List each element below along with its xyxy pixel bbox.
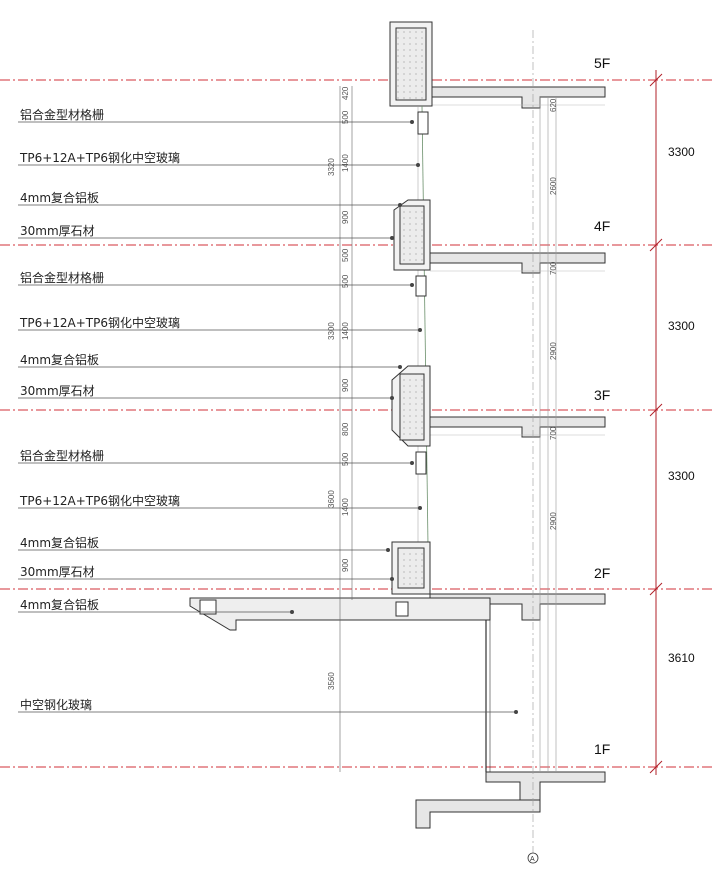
facade-dim-12: 500 xyxy=(341,452,350,466)
leader-lines xyxy=(18,121,516,713)
facade-dim-6: 500 xyxy=(341,248,350,262)
label-insulated-glass: 中空钢化玻璃 xyxy=(20,697,92,712)
floor-label-2f: 2F xyxy=(594,565,610,581)
label-aluminum-grille-1: 铝合金型材格栅 xyxy=(20,107,104,122)
inner-dim-3: 700 xyxy=(549,261,558,275)
floor-label-1f: 1F xyxy=(594,741,610,757)
inner-dim-4: 2900 xyxy=(549,342,558,360)
storey-dimension-chain xyxy=(649,70,663,775)
inner-dim-6: 2900 xyxy=(549,512,558,530)
facade-dimensions: 420 500 1400 3320 900 500 500 1400 3300 … xyxy=(327,86,350,690)
facade-dim-2: 500 xyxy=(341,110,350,124)
grid-axis-label: A xyxy=(530,856,535,863)
storey-height-2f-3f: 3300 xyxy=(668,469,695,483)
inner-dimensions: 620 2600 700 2900 700 2900 xyxy=(549,98,558,530)
grid-axis-marker: A xyxy=(527,852,539,864)
facade xyxy=(189,21,491,772)
material-labels: 铝合金型材格栅 TP6+12A+TP6钢化中空玻璃 4mm复合铝板 30mm厚石… xyxy=(19,107,180,712)
storey-height-4f-5f: 3300 xyxy=(668,145,695,159)
label-aluminum-panel-3: 4mm复合铝板 xyxy=(20,535,99,550)
floor-label-5f: 5F xyxy=(594,55,610,71)
floor-level-lines xyxy=(0,79,715,768)
facade-dim-14: 3600 xyxy=(327,490,336,508)
inner-dim-5: 700 xyxy=(549,426,558,440)
label-aluminum-panel-4: 4mm复合铝板 xyxy=(20,597,99,612)
interior-lines xyxy=(430,30,605,860)
facade-dim-1: 420 xyxy=(341,86,350,100)
label-stone-1: 30mm厚石材 xyxy=(20,224,95,238)
label-aluminum-panel-2: 4mm复合铝板 xyxy=(20,352,99,367)
label-stone-2: 30mm厚石材 xyxy=(20,384,95,398)
facade-dim-10: 900 xyxy=(341,378,350,392)
storey-height-1f-2f: 3610 xyxy=(668,651,695,665)
label-aluminum-grille-3: 铝合金型材格栅 xyxy=(20,448,104,463)
facade-dim-4: 3320 xyxy=(327,158,336,176)
label-aluminum-grille-2: 铝合金型材格栅 xyxy=(20,270,104,285)
facade-dimension-line xyxy=(339,86,353,772)
facade-dim-11: 800 xyxy=(341,422,350,436)
label-glass-2: TP6+12A+TP6钢化中空玻璃 xyxy=(19,315,180,330)
facade-dim-3: 1400 xyxy=(341,154,350,172)
floor-slabs xyxy=(415,86,606,829)
facade-dim-13: 1400 xyxy=(341,498,350,516)
floor-label-4f: 4F xyxy=(594,218,610,234)
leader-dots xyxy=(290,120,518,714)
inner-dim-2: 2600 xyxy=(549,177,558,195)
label-glass-3: TP6+12A+TP6钢化中空玻璃 xyxy=(19,493,180,508)
facade-dim-9: 3300 xyxy=(327,322,336,340)
inner-dim-1: 620 xyxy=(549,98,558,112)
facade-dim-5: 900 xyxy=(341,210,350,224)
facade-dim-15: 900 xyxy=(341,558,350,572)
label-stone-3: 30mm厚石材 xyxy=(20,565,95,579)
storey-height-3f-4f: 3300 xyxy=(668,319,695,333)
facade-dim-7: 500 xyxy=(341,274,350,288)
label-aluminum-panel-1: 4mm复合铝板 xyxy=(20,190,99,205)
facade-dim-16: 3560 xyxy=(327,672,336,690)
label-glass-1: TP6+12A+TP6钢化中空玻璃 xyxy=(19,150,180,165)
facade-dim-8: 1400 xyxy=(341,322,350,340)
floor-label-3f: 3F xyxy=(594,387,610,403)
